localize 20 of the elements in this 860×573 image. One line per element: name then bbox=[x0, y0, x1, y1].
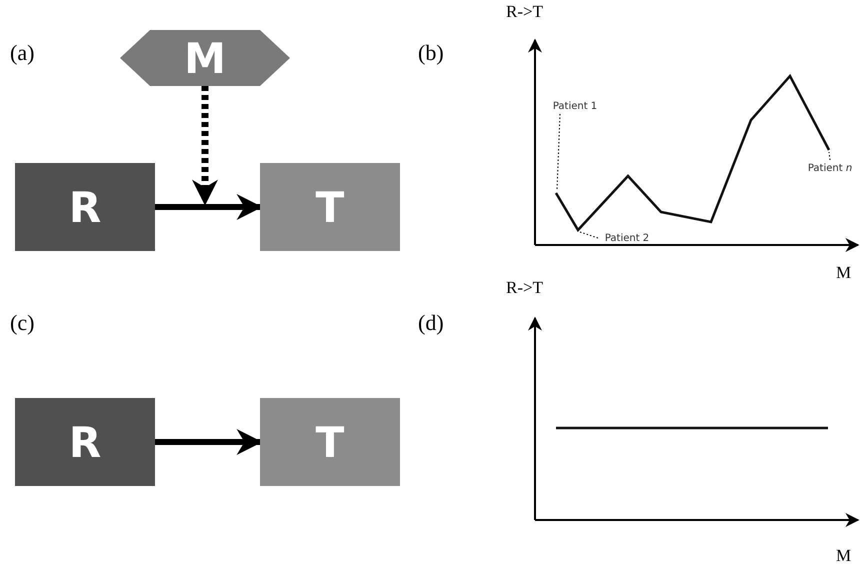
annotation-text: Patient n bbox=[800, 160, 860, 176]
annotation-text: Patient 2 bbox=[598, 230, 656, 246]
process-box: T bbox=[260, 398, 400, 486]
annotation-text: Patient 1 bbox=[546, 98, 604, 114]
process-box: R bbox=[15, 398, 155, 486]
leader-line bbox=[828, 152, 830, 160]
moderator-hexagon: M bbox=[120, 30, 290, 86]
process-box: T bbox=[260, 163, 400, 251]
panel-label: (a) bbox=[10, 40, 34, 66]
process-box: R bbox=[15, 163, 155, 251]
panel-label: (c) bbox=[10, 310, 34, 336]
dashed-arrow bbox=[192, 86, 218, 206]
leader-line bbox=[580, 232, 598, 238]
panel-label: (b) bbox=[418, 40, 444, 66]
panel-label: (d) bbox=[418, 310, 444, 336]
axis-label: R->T bbox=[506, 278, 543, 298]
axis-label: M bbox=[836, 546, 852, 566]
leader-line bbox=[556, 114, 560, 190]
axis-label: M bbox=[836, 263, 852, 283]
axis-label: R->T bbox=[506, 2, 543, 22]
